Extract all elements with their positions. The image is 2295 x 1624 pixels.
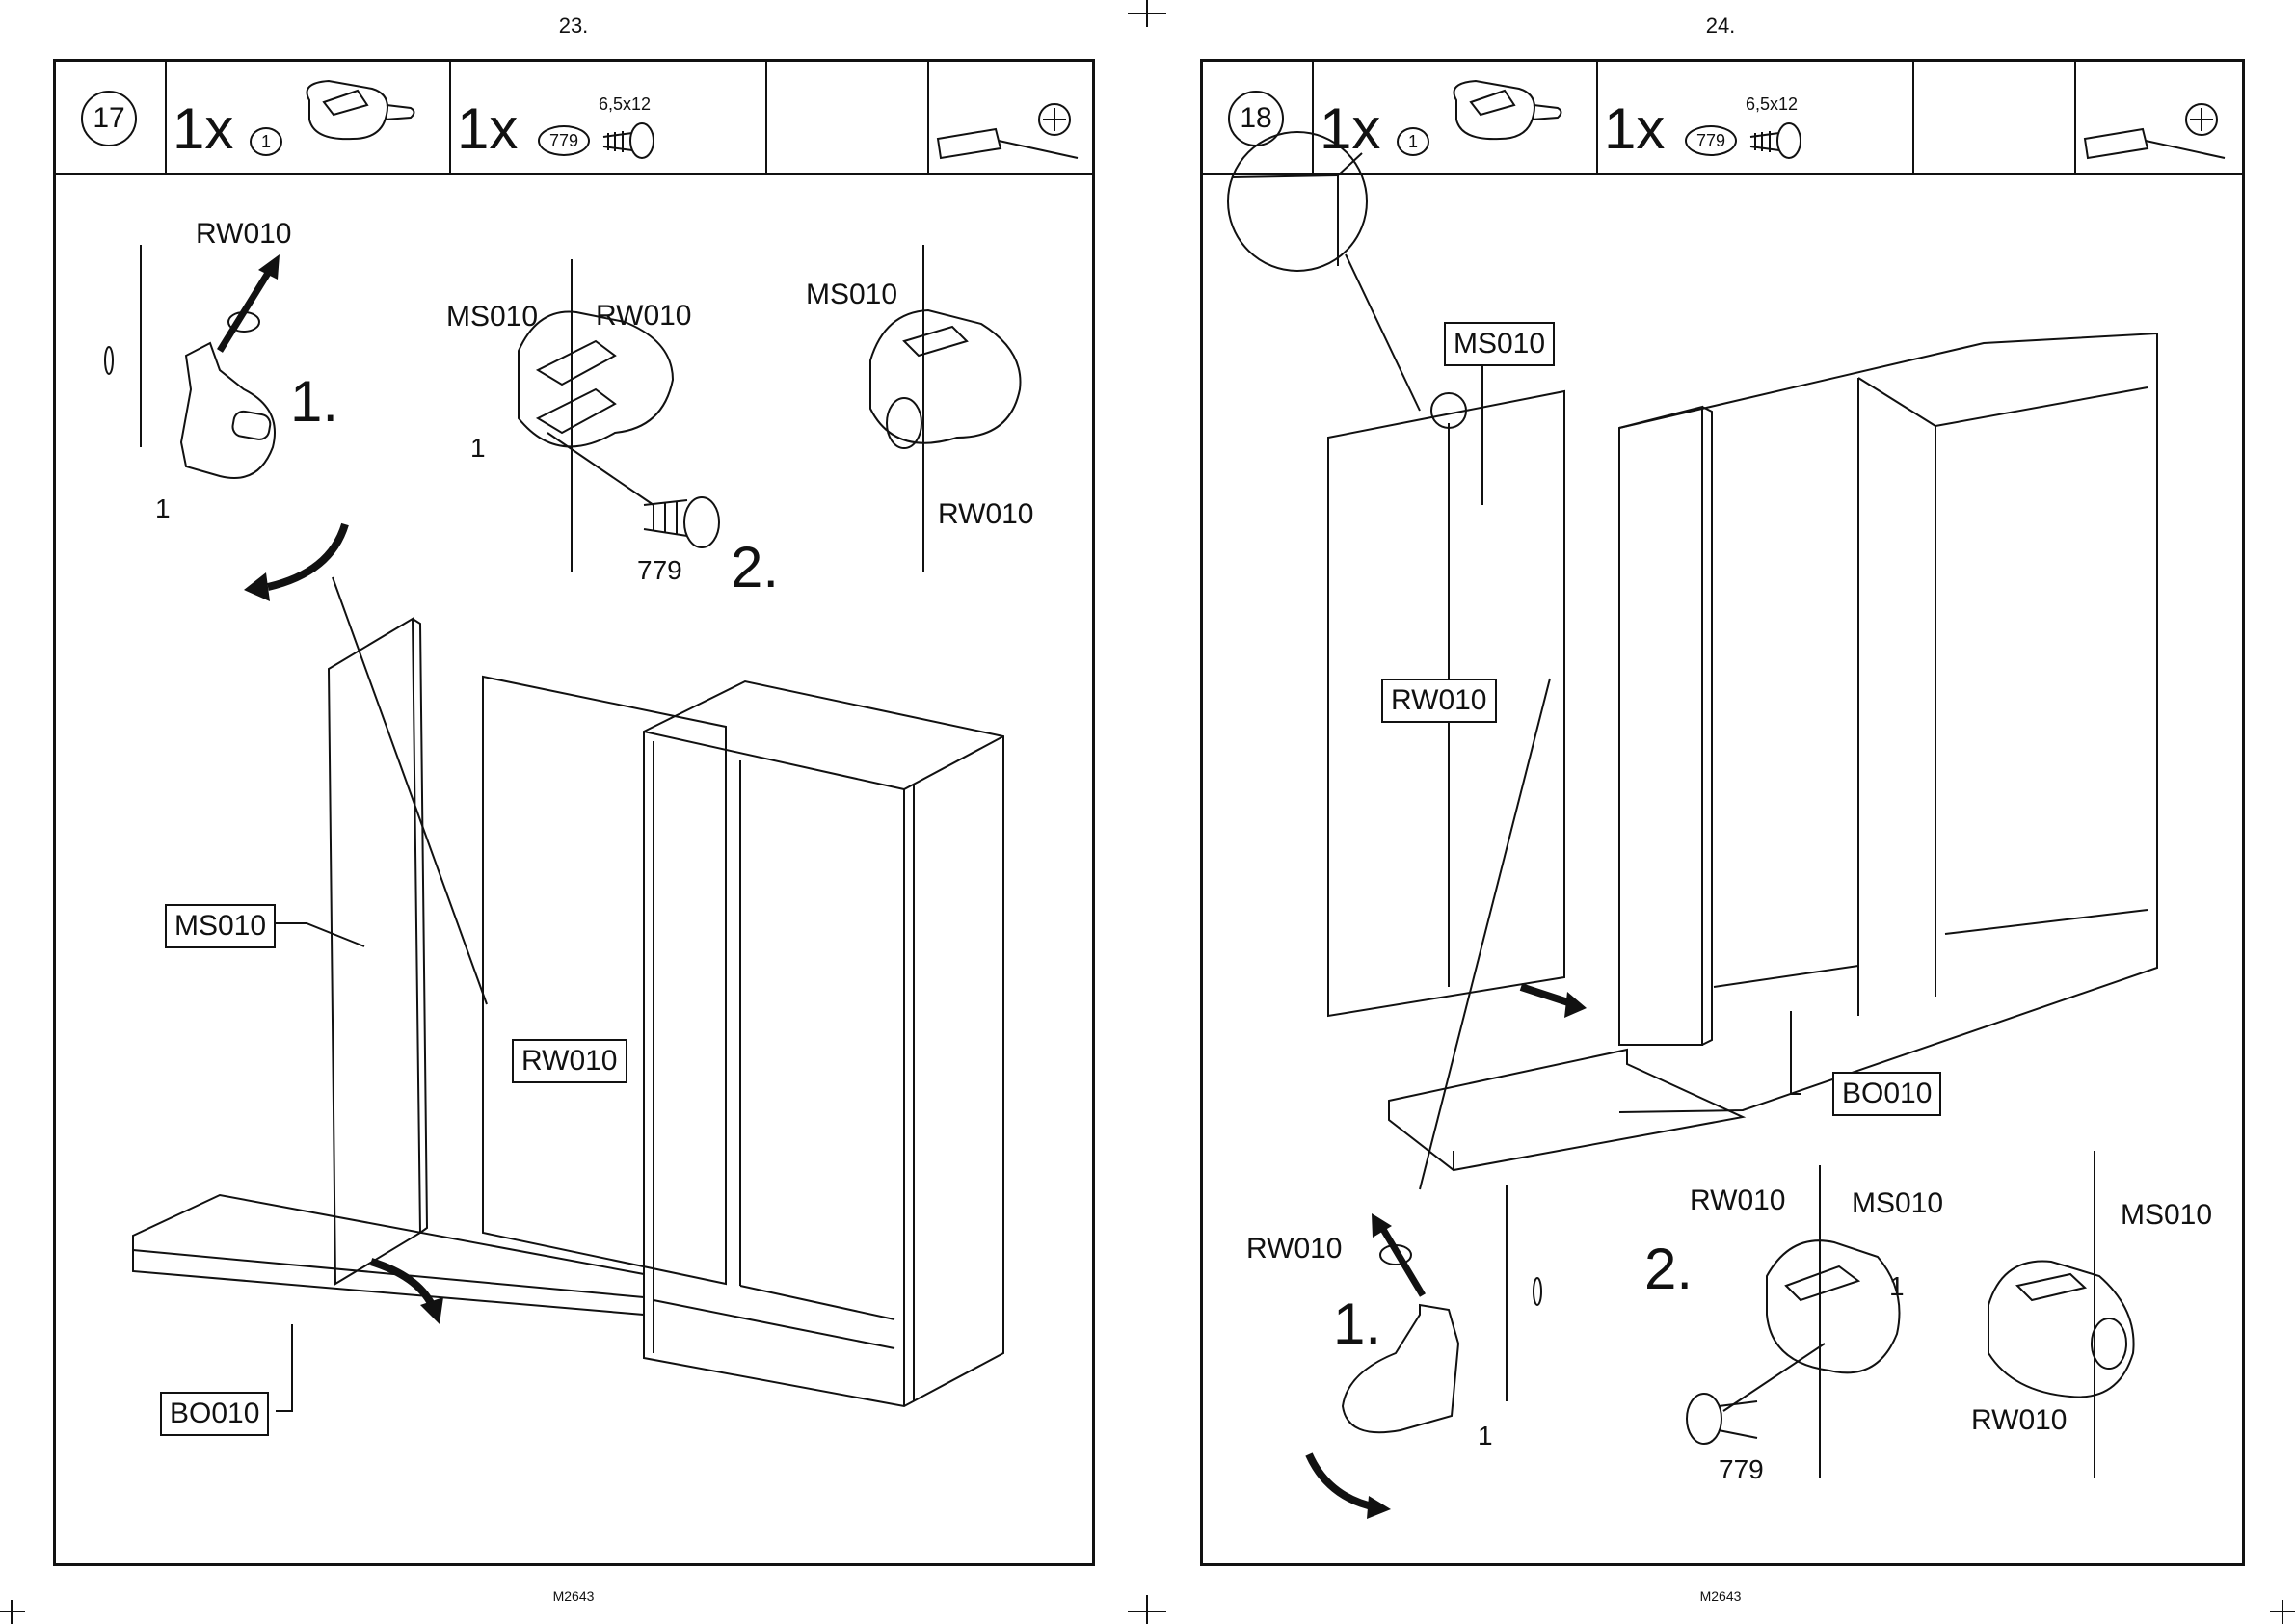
- label-rw010: RW010: [196, 218, 292, 251]
- instruction-page-23: 17 1x 1 1x 779 6,5x12: [53, 59, 1095, 1566]
- substep-2: 2.: [1644, 1236, 1693, 1302]
- label-rw010: RW010: [938, 498, 1034, 531]
- part-callout: 1: [155, 493, 171, 524]
- label-rw010: RW010: [1690, 1185, 1786, 1217]
- label-rw010: RW010: [1246, 1233, 1343, 1265]
- label-ms010: MS010: [446, 301, 538, 333]
- label-ms010: MS010: [2121, 1199, 2212, 1232]
- label-ms010: MS010: [806, 279, 897, 311]
- substep-2: 2.: [731, 534, 779, 600]
- part-callout: 1: [1889, 1271, 1905, 1302]
- box-label-rw010: RW010: [1381, 679, 1497, 723]
- page-footer: M2643: [1624, 1588, 1817, 1604]
- box-label-ms010: MS010: [1444, 322, 1555, 366]
- instruction-page-24: 18 1x 1 1x 779 6,5x12: [1200, 59, 2245, 1566]
- part-callout: 1: [1478, 1421, 1493, 1451]
- label-rw010: RW010: [596, 300, 692, 333]
- substep-1: 1.: [1333, 1291, 1381, 1357]
- screw-callout: 779: [1719, 1454, 1764, 1485]
- box-label-bo010: BO010: [1832, 1072, 1941, 1116]
- page-number: 23.: [477, 13, 670, 39]
- page-footer: M2643: [477, 1588, 670, 1604]
- box-label-rw010: RW010: [512, 1039, 627, 1083]
- label-rw010: RW010: [1971, 1404, 2068, 1437]
- label-ms010: MS010: [1852, 1187, 1943, 1220]
- page-number: 24.: [1624, 13, 1817, 39]
- part-callout: 1: [470, 433, 486, 464]
- substep-1: 1.: [290, 368, 338, 435]
- box-label-bo010: BO010: [160, 1392, 269, 1436]
- box-label-ms010: MS010: [165, 904, 276, 948]
- assembly-drawing: [56, 62, 1092, 1563]
- screw-callout: 779: [637, 555, 682, 586]
